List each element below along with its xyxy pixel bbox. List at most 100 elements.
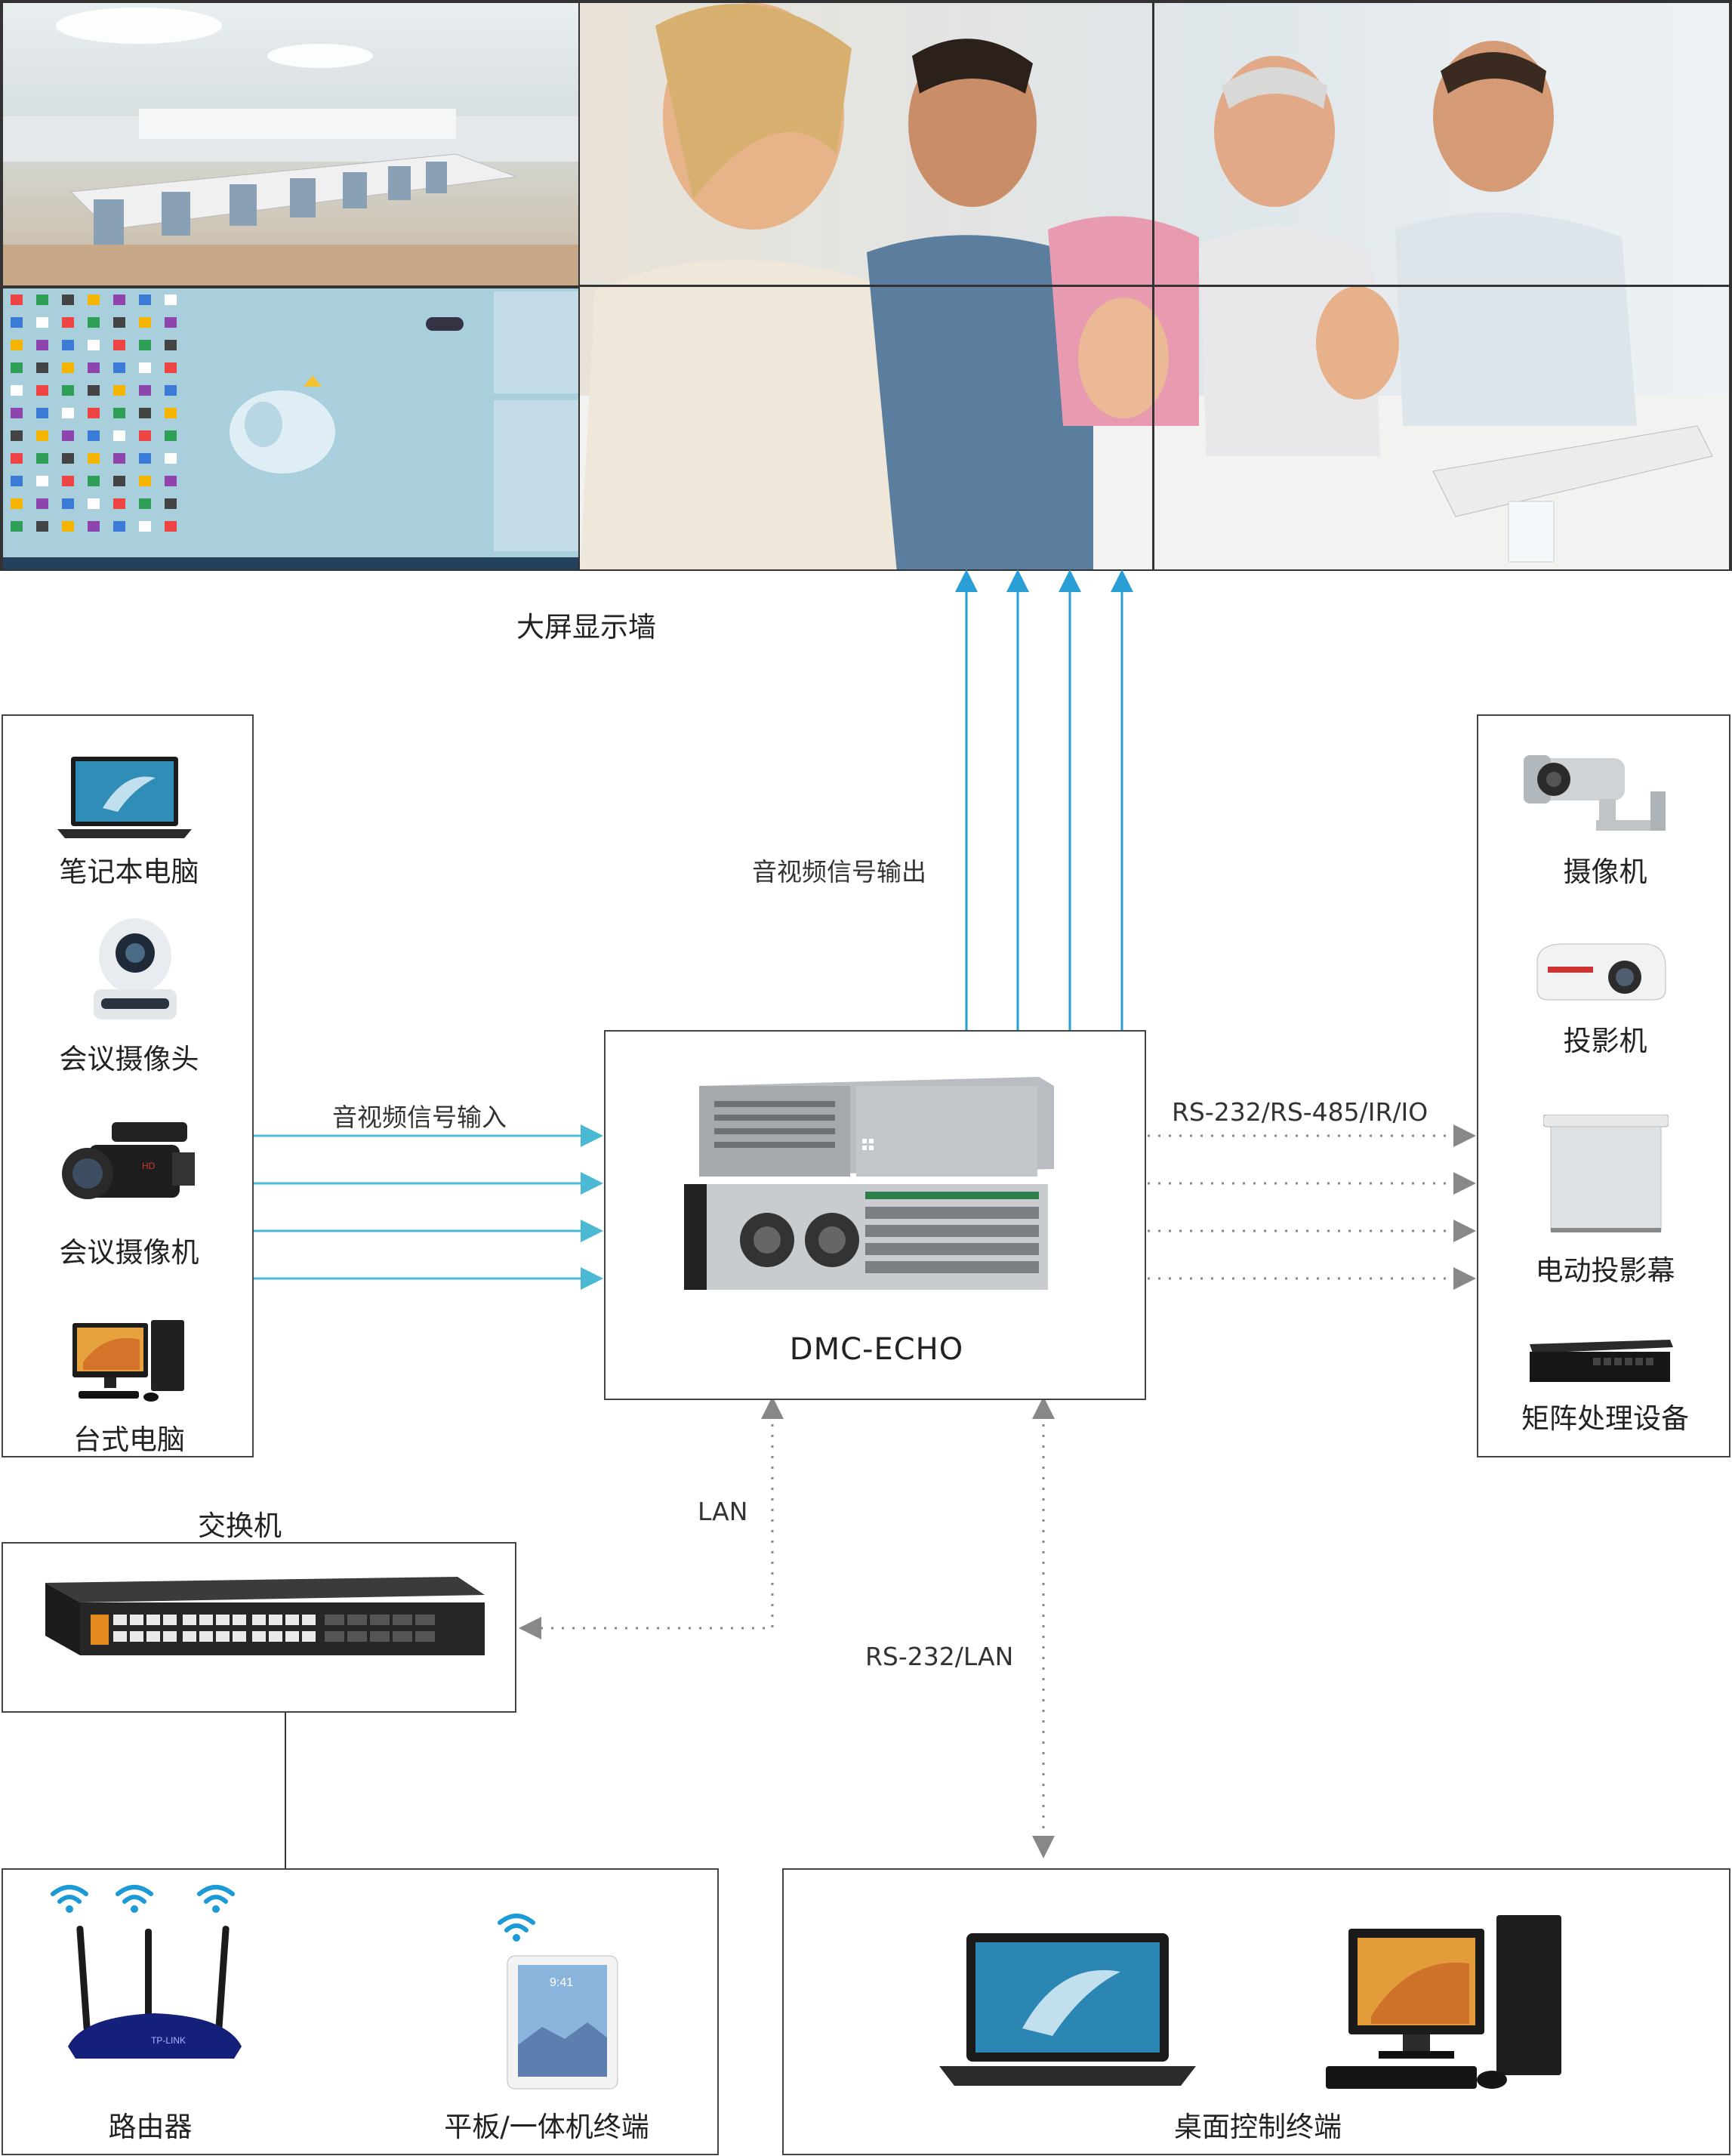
desktop-shortcut-icon — [36, 362, 48, 373]
network-switch-icon — [35, 1572, 488, 1675]
desktop-shortcut-icon — [11, 408, 23, 418]
desktop-shortcut-icon — [113, 317, 125, 328]
switch-label: 交换机 — [198, 1510, 282, 1542]
desktop-shortcut-icon — [62, 498, 74, 509]
desktop-shortcut-icon — [11, 317, 23, 328]
wall-panel-conference-room — [2, 2, 580, 287]
desktop-shortcut-icon — [62, 385, 74, 396]
desktop-shortcut-icon — [88, 362, 100, 373]
desktop-shortcut-icon — [139, 317, 151, 328]
desktop-shortcut-icon — [88, 430, 100, 441]
av-input-label: 音视频信号输入 — [332, 1103, 507, 1132]
source-label: 会议摄像头 — [59, 1043, 199, 1075]
wifi-icon — [50, 1883, 89, 1914]
desktop-shortcut-icon — [113, 408, 125, 418]
desktop-shortcut-icon — [62, 340, 74, 350]
desktop-shortcut-icon — [62, 295, 74, 305]
desktop-shortcut-icon — [88, 453, 100, 464]
desktop-shortcut-icon — [11, 385, 23, 396]
svg-text:9:41: 9:41 — [550, 1976, 573, 1989]
router-icon: TP-LINK — [68, 1926, 242, 2069]
desktop-shortcut-icon — [165, 362, 177, 373]
desktop-shortcut-icon — [11, 362, 23, 373]
desktop-shortcut-icon — [139, 340, 151, 350]
controlled-devices-box: 摄像机 投影机 电动投影幕 矩阵处理设备 — [1477, 714, 1730, 1457]
terminal-desktop-icon — [1326, 1911, 1598, 2107]
desktop-terminal-label: 桌面控制终端 — [1174, 2111, 1342, 2143]
desktop-shortcut-icon — [88, 476, 100, 486]
source-label: 笔记本电脑 — [59, 856, 199, 888]
projector-icon — [1533, 936, 1669, 1004]
desktop-shortcut-icon — [88, 295, 100, 305]
desktop-shortcut-icon — [11, 453, 23, 464]
desktop-shortcut-icon — [139, 498, 151, 509]
desktop-shortcut-icon — [113, 498, 125, 509]
desktop-shortcut-icon — [113, 385, 125, 396]
desktop-shortcut-icon — [11, 476, 23, 486]
desktop-shortcut-icon — [62, 430, 74, 441]
source-label: 会议摄像机 — [59, 1236, 199, 1269]
desktop-shortcut-icon — [165, 385, 177, 396]
source-devices-box: 笔记本电脑 会议摄像头 HD 会议摄像机 — [2, 714, 254, 1457]
core-device-name: DMC-ECHO — [789, 1332, 964, 1367]
desktop-shortcut-icon — [139, 453, 151, 464]
desktop-shortcut-icon — [139, 430, 151, 441]
cctv-camera-icon — [1524, 746, 1675, 838]
desktop-shortcut-icon — [11, 498, 23, 509]
desktop-terminal-box: 桌面控制终端 — [782, 1868, 1730, 2155]
desktop-shortcut-icon — [88, 498, 100, 509]
desktop-shortcut-icon — [165, 295, 177, 305]
matrix-chassis-icon — [684, 1071, 1069, 1297]
lan-label: LAN — [698, 1497, 748, 1526]
desktop-shortcut-icon — [165, 340, 177, 350]
tablet-icon: 9:41 — [504, 1954, 622, 2090]
wifi-icon — [115, 1883, 154, 1914]
desktop-shortcut-icon — [36, 498, 48, 509]
desktop-shortcut-icon — [139, 476, 151, 486]
controlled-device-label: 电动投影幕 — [1535, 1254, 1675, 1287]
core-device-box: DMC-ECHO — [604, 1030, 1146, 1400]
desktop-shortcut-icon — [36, 430, 48, 441]
desktop-shortcut-icon — [88, 408, 100, 418]
controlled-device-label: 摄像机 — [1563, 856, 1647, 888]
wall-border — [0, 0, 1732, 571]
desktop-shortcut-icon — [36, 385, 48, 396]
desktop-shortcut-icon — [36, 476, 48, 486]
desktop-shortcut-icon — [62, 408, 74, 418]
desktop-shortcut-icon — [139, 521, 151, 532]
desktop-shortcut-icon — [139, 362, 151, 373]
desktop-shortcut-icon — [36, 340, 48, 350]
matrix-device-icon — [1525, 1337, 1676, 1390]
desktop-shortcut-icon — [62, 362, 74, 373]
controlled-device-label: 投影机 — [1563, 1025, 1647, 1057]
desktop-shortcut-icon — [88, 317, 100, 328]
desktop-shortcut-icon — [62, 317, 74, 328]
desktop-shortcut-icon — [139, 408, 151, 418]
desktop-shortcut-icon — [139, 295, 151, 305]
desktop-shortcut-icon — [11, 521, 23, 532]
desktop-shortcut-icon — [88, 385, 100, 396]
desktop-shortcut-icon — [113, 362, 125, 373]
terminal-laptop-icon — [939, 1930, 1196, 2089]
desktop-shortcut-icon — [165, 317, 177, 328]
desktop-shortcut-icon — [113, 340, 125, 350]
source-label: 台式电脑 — [73, 1423, 185, 1456]
wireless-box: TP-LINK 路由器 9:41 平板/一体机终端 — [2, 1868, 719, 2155]
desktop-shortcut-icon — [36, 453, 48, 464]
desktop-shortcut-icon — [113, 453, 125, 464]
tablet-label: 平板/一体机终端 — [444, 2111, 649, 2143]
desktop-shortcut-icon — [36, 408, 48, 418]
camcorder-icon: HD — [59, 1115, 202, 1213]
svg-text:TP-LINK: TP-LINK — [151, 2035, 186, 2046]
desktop-shortcut-icon — [165, 476, 177, 486]
router-label: 路由器 — [108, 2111, 193, 2143]
wifi-icon — [497, 1912, 536, 1942]
desktop-pc-icon — [68, 1317, 189, 1405]
desktop-shortcut-icon — [11, 430, 23, 441]
desktop-shortcut-icon — [113, 476, 125, 486]
desktop-shortcut-icon — [113, 521, 125, 532]
desktop-shortcut-icon — [165, 430, 177, 441]
controlled-device-label: 矩阵处理设备 — [1521, 1402, 1689, 1435]
video-wall-caption: 大屏显示墙 — [516, 611, 656, 643]
desktop-shortcut-icon — [165, 521, 177, 532]
